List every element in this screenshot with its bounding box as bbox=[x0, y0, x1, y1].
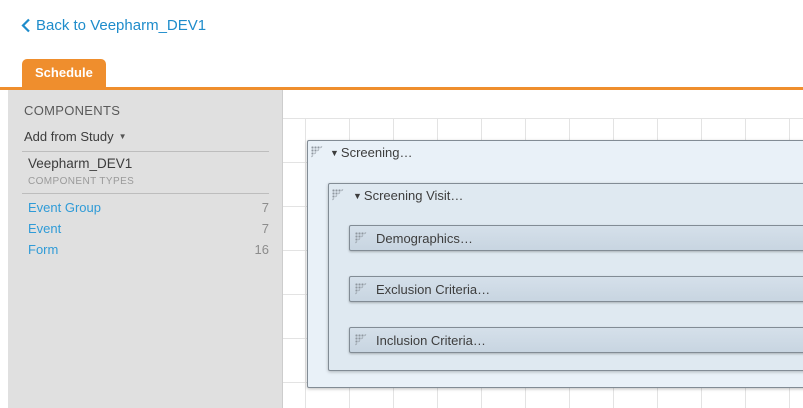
tab-schedule[interactable]: Schedule bbox=[22, 59, 106, 87]
component-type-count: 16 bbox=[254, 242, 269, 257]
component-type-event[interactable]: Event 7 bbox=[28, 218, 269, 239]
add-from-study-dropdown[interactable]: Add from Study ▼ bbox=[24, 129, 127, 144]
drag-handle-icon[interactable] bbox=[355, 334, 367, 346]
form-label: Exclusion Criteria… bbox=[376, 281, 491, 297]
collapse-arrow-icon[interactable]: ▼ bbox=[353, 191, 362, 201]
component-type-count: 7 bbox=[261, 221, 269, 236]
form-bar-inclusion-criteria[interactable]: Inclusion Criteria… bbox=[349, 327, 803, 353]
schedule-canvas: ▼ Screening… ▼ Screening Visit… Demograp… bbox=[283, 90, 803, 408]
component-type-label: Form bbox=[28, 242, 59, 257]
components-title: COMPONENTS bbox=[24, 103, 121, 118]
component-type-label: Event Group bbox=[28, 200, 101, 215]
event-label: Screening Visit… bbox=[363, 188, 464, 203]
dropdown-arrow-icon: ▼ bbox=[118, 132, 127, 141]
collapse-arrow-icon[interactable]: ▼ bbox=[330, 148, 339, 158]
component-type-list: Event Group 7 Event 7 Form 16 bbox=[28, 197, 269, 260]
back-link[interactable]: Back to Veepharm_DEV1 bbox=[21, 17, 206, 34]
sidebar-divider bbox=[22, 193, 269, 194]
drag-handle-icon[interactable] bbox=[332, 189, 344, 201]
form-label: Inclusion Criteria… bbox=[376, 332, 486, 348]
drag-handle-icon[interactable] bbox=[311, 146, 323, 158]
component-types-label: COMPONENT TYPES bbox=[28, 176, 135, 187]
event-header: ▼ Screening Visit… bbox=[329, 184, 803, 204]
event-group-panel-screening[interactable]: ▼ Screening… ▼ Screening Visit… Demograp… bbox=[307, 140, 803, 388]
form-label: Demographics… bbox=[376, 230, 473, 246]
component-type-count: 7 bbox=[261, 200, 269, 215]
components-sidebar: COMPONENTS Add from Study ▼ Veepharm_DEV… bbox=[8, 90, 283, 408]
form-bar-exclusion-criteria[interactable]: Exclusion Criteria… bbox=[349, 276, 803, 302]
event-panel-screening-visit[interactable]: ▼ Screening Visit… Demographics… Exclusi… bbox=[328, 183, 803, 371]
sidebar-divider bbox=[22, 151, 269, 152]
event-group-header: ▼ Screening… bbox=[308, 141, 803, 161]
back-chevron-icon bbox=[21, 18, 30, 33]
drag-handle-icon[interactable] bbox=[355, 283, 367, 295]
component-type-form[interactable]: Form 16 bbox=[28, 239, 269, 260]
study-name: Veepharm_DEV1 bbox=[28, 156, 133, 171]
drag-handle-icon[interactable] bbox=[355, 232, 367, 244]
back-link-label: Back to Veepharm_DEV1 bbox=[36, 17, 207, 34]
event-group-label: Screening… bbox=[340, 145, 413, 160]
add-from-study-label: Add from Study bbox=[24, 129, 114, 144]
form-bar-demographics[interactable]: Demographics… bbox=[349, 225, 803, 251]
component-type-label: Event bbox=[28, 221, 62, 236]
tab-bar-rule bbox=[0, 87, 803, 90]
component-type-event-group[interactable]: Event Group 7 bbox=[28, 197, 269, 218]
